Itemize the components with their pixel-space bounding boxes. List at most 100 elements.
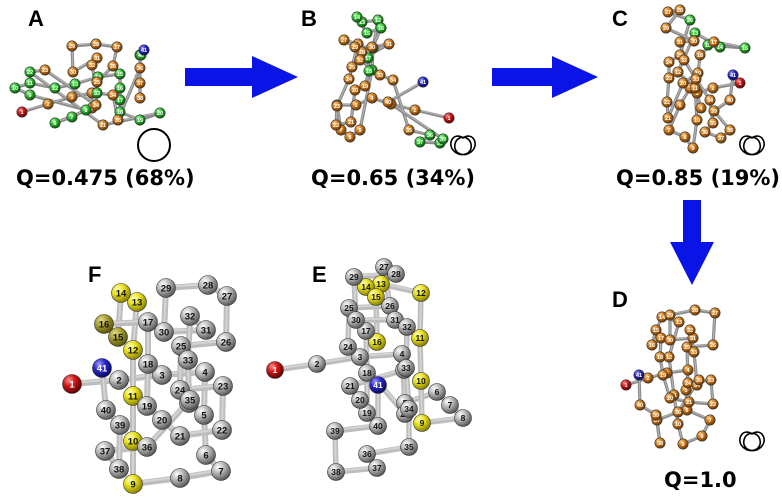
bead-label: 7 — [218, 466, 223, 477]
bead-e-24: 24 — [339, 338, 357, 356]
bead-d-33: 33 — [688, 346, 700, 358]
bead-label: 5 — [201, 410, 207, 421]
bead-label: 41 — [420, 80, 426, 86]
bead-label: 22 — [217, 425, 228, 436]
bead-label: 13 — [676, 320, 682, 326]
bead-f-1: 1 — [62, 374, 82, 394]
bead-c-33: 33 — [690, 73, 702, 85]
bead-label: 23 — [42, 68, 48, 74]
bead-label: 6 — [203, 450, 208, 461]
bead-f-9: 9 — [123, 474, 143, 494]
bead-label: 1 — [273, 365, 278, 375]
bead-label: 16 — [372, 337, 382, 347]
bead-label: 9 — [358, 128, 361, 134]
bead-c-20: 20 — [677, 77, 689, 89]
bead-label: 26 — [110, 64, 116, 70]
bead-e-39: 39 — [326, 422, 344, 440]
bead-label: 36 — [702, 130, 708, 136]
bead-label: 33 — [693, 77, 699, 83]
bead-label: 35 — [115, 118, 121, 124]
bead-label: 5 — [684, 388, 687, 394]
bead-c-16: 16 — [739, 42, 751, 54]
bead-label: 40 — [373, 421, 383, 431]
bead-f-41: 41 — [92, 358, 112, 378]
bead-d-10: 10 — [672, 418, 684, 430]
bead-f-8: 8 — [170, 468, 190, 488]
bead-f-22: 22 — [212, 420, 232, 440]
bead-e-11: 11 — [411, 329, 429, 347]
bead-label: 27 — [712, 311, 718, 317]
bead-label: 11 — [416, 333, 425, 343]
bead-c-21: 21 — [662, 112, 674, 124]
panel-letter-a: A — [28, 6, 44, 31]
panel-letter-d: D — [612, 287, 628, 312]
bead-label: 23 — [708, 378, 714, 384]
bond-b-9-10 — [358, 68, 374, 132]
bead-b-25: 25 — [346, 61, 358, 73]
bead-b-29: 29 — [349, 41, 361, 53]
bead-label: 30 — [667, 338, 673, 344]
bead-b-21: 21 — [345, 116, 357, 128]
bead-b-4: 4 — [366, 92, 378, 104]
bond-a-23-24 — [43, 68, 98, 107]
bead-d-32: 32 — [684, 324, 696, 336]
bead-label: 8 — [84, 108, 87, 114]
bead-label: 39 — [115, 420, 126, 431]
bead-b-39: 39 — [437, 133, 449, 145]
bead-label: 16 — [117, 86, 123, 92]
bead-label: 15 — [113, 332, 124, 343]
bead-label: 12 — [375, 18, 381, 24]
bead-c-28: 28 — [674, 4, 686, 16]
panel-letter-f: F — [88, 262, 102, 287]
bead-label: 37 — [137, 81, 143, 87]
bead-e-35: 35 — [400, 438, 418, 456]
bead-label: 12 — [128, 345, 139, 356]
bead-c-24: 24 — [663, 56, 675, 68]
bead-d-1: 1 — [620, 379, 632, 391]
bead-a-27: 27 — [111, 41, 123, 53]
bead-label: 14 — [354, 15, 361, 21]
bead-label: 17 — [361, 326, 371, 336]
bead-f-23: 23 — [213, 376, 233, 396]
bead-label: 21 — [665, 116, 671, 122]
bead-label: 41 — [730, 73, 736, 79]
bead-a-41: 41 — [138, 44, 150, 56]
bead-label: 13 — [72, 82, 78, 88]
unknot-icon — [137, 128, 171, 162]
bead-f-37: 37 — [95, 441, 115, 461]
bead-d-4: 4 — [682, 364, 694, 376]
bead-label: 13 — [359, 20, 365, 26]
bead-a-21: 21 — [97, 119, 109, 131]
bead-f-40: 40 — [96, 400, 116, 420]
bead-label: 12 — [666, 355, 672, 361]
bead-b-40: 40 — [382, 96, 394, 108]
bead-f-17: 17 — [138, 312, 158, 332]
bead-b-33: 33 — [374, 69, 386, 81]
bead-e-38: 38 — [327, 463, 345, 481]
bead-f-15: 15 — [108, 327, 128, 347]
bead-label: 28 — [203, 280, 214, 291]
bead-label: 4 — [370, 96, 374, 102]
bead-f-29: 29 — [156, 278, 176, 298]
bead-b-31: 31 — [383, 38, 395, 50]
bead-label: 39 — [653, 413, 659, 419]
bead-label: 36 — [362, 449, 372, 459]
bead-label: 32 — [681, 58, 687, 64]
bead-a-38: 38 — [134, 92, 146, 104]
bead-label: 6 — [678, 103, 681, 109]
bead-label: 19 — [362, 408, 372, 418]
bead-label: 7 — [708, 418, 711, 424]
bead-label: 15 — [364, 31, 370, 37]
bead-label: 38 — [114, 464, 125, 475]
bond-b-1-2 — [413, 108, 451, 120]
bead-f-5: 5 — [194, 405, 214, 425]
bead-label: 21 — [345, 381, 355, 391]
bead-label: 18 — [117, 110, 123, 116]
bead-label: 10 — [675, 422, 681, 428]
bead-label: 3 — [358, 352, 363, 362]
bead-c-36: 36 — [699, 126, 711, 138]
bead-f-30: 30 — [154, 322, 174, 342]
bead-a-6: 6 — [49, 117, 61, 129]
bead-label: 35 — [185, 395, 196, 406]
bead-label: 2 — [711, 86, 714, 92]
